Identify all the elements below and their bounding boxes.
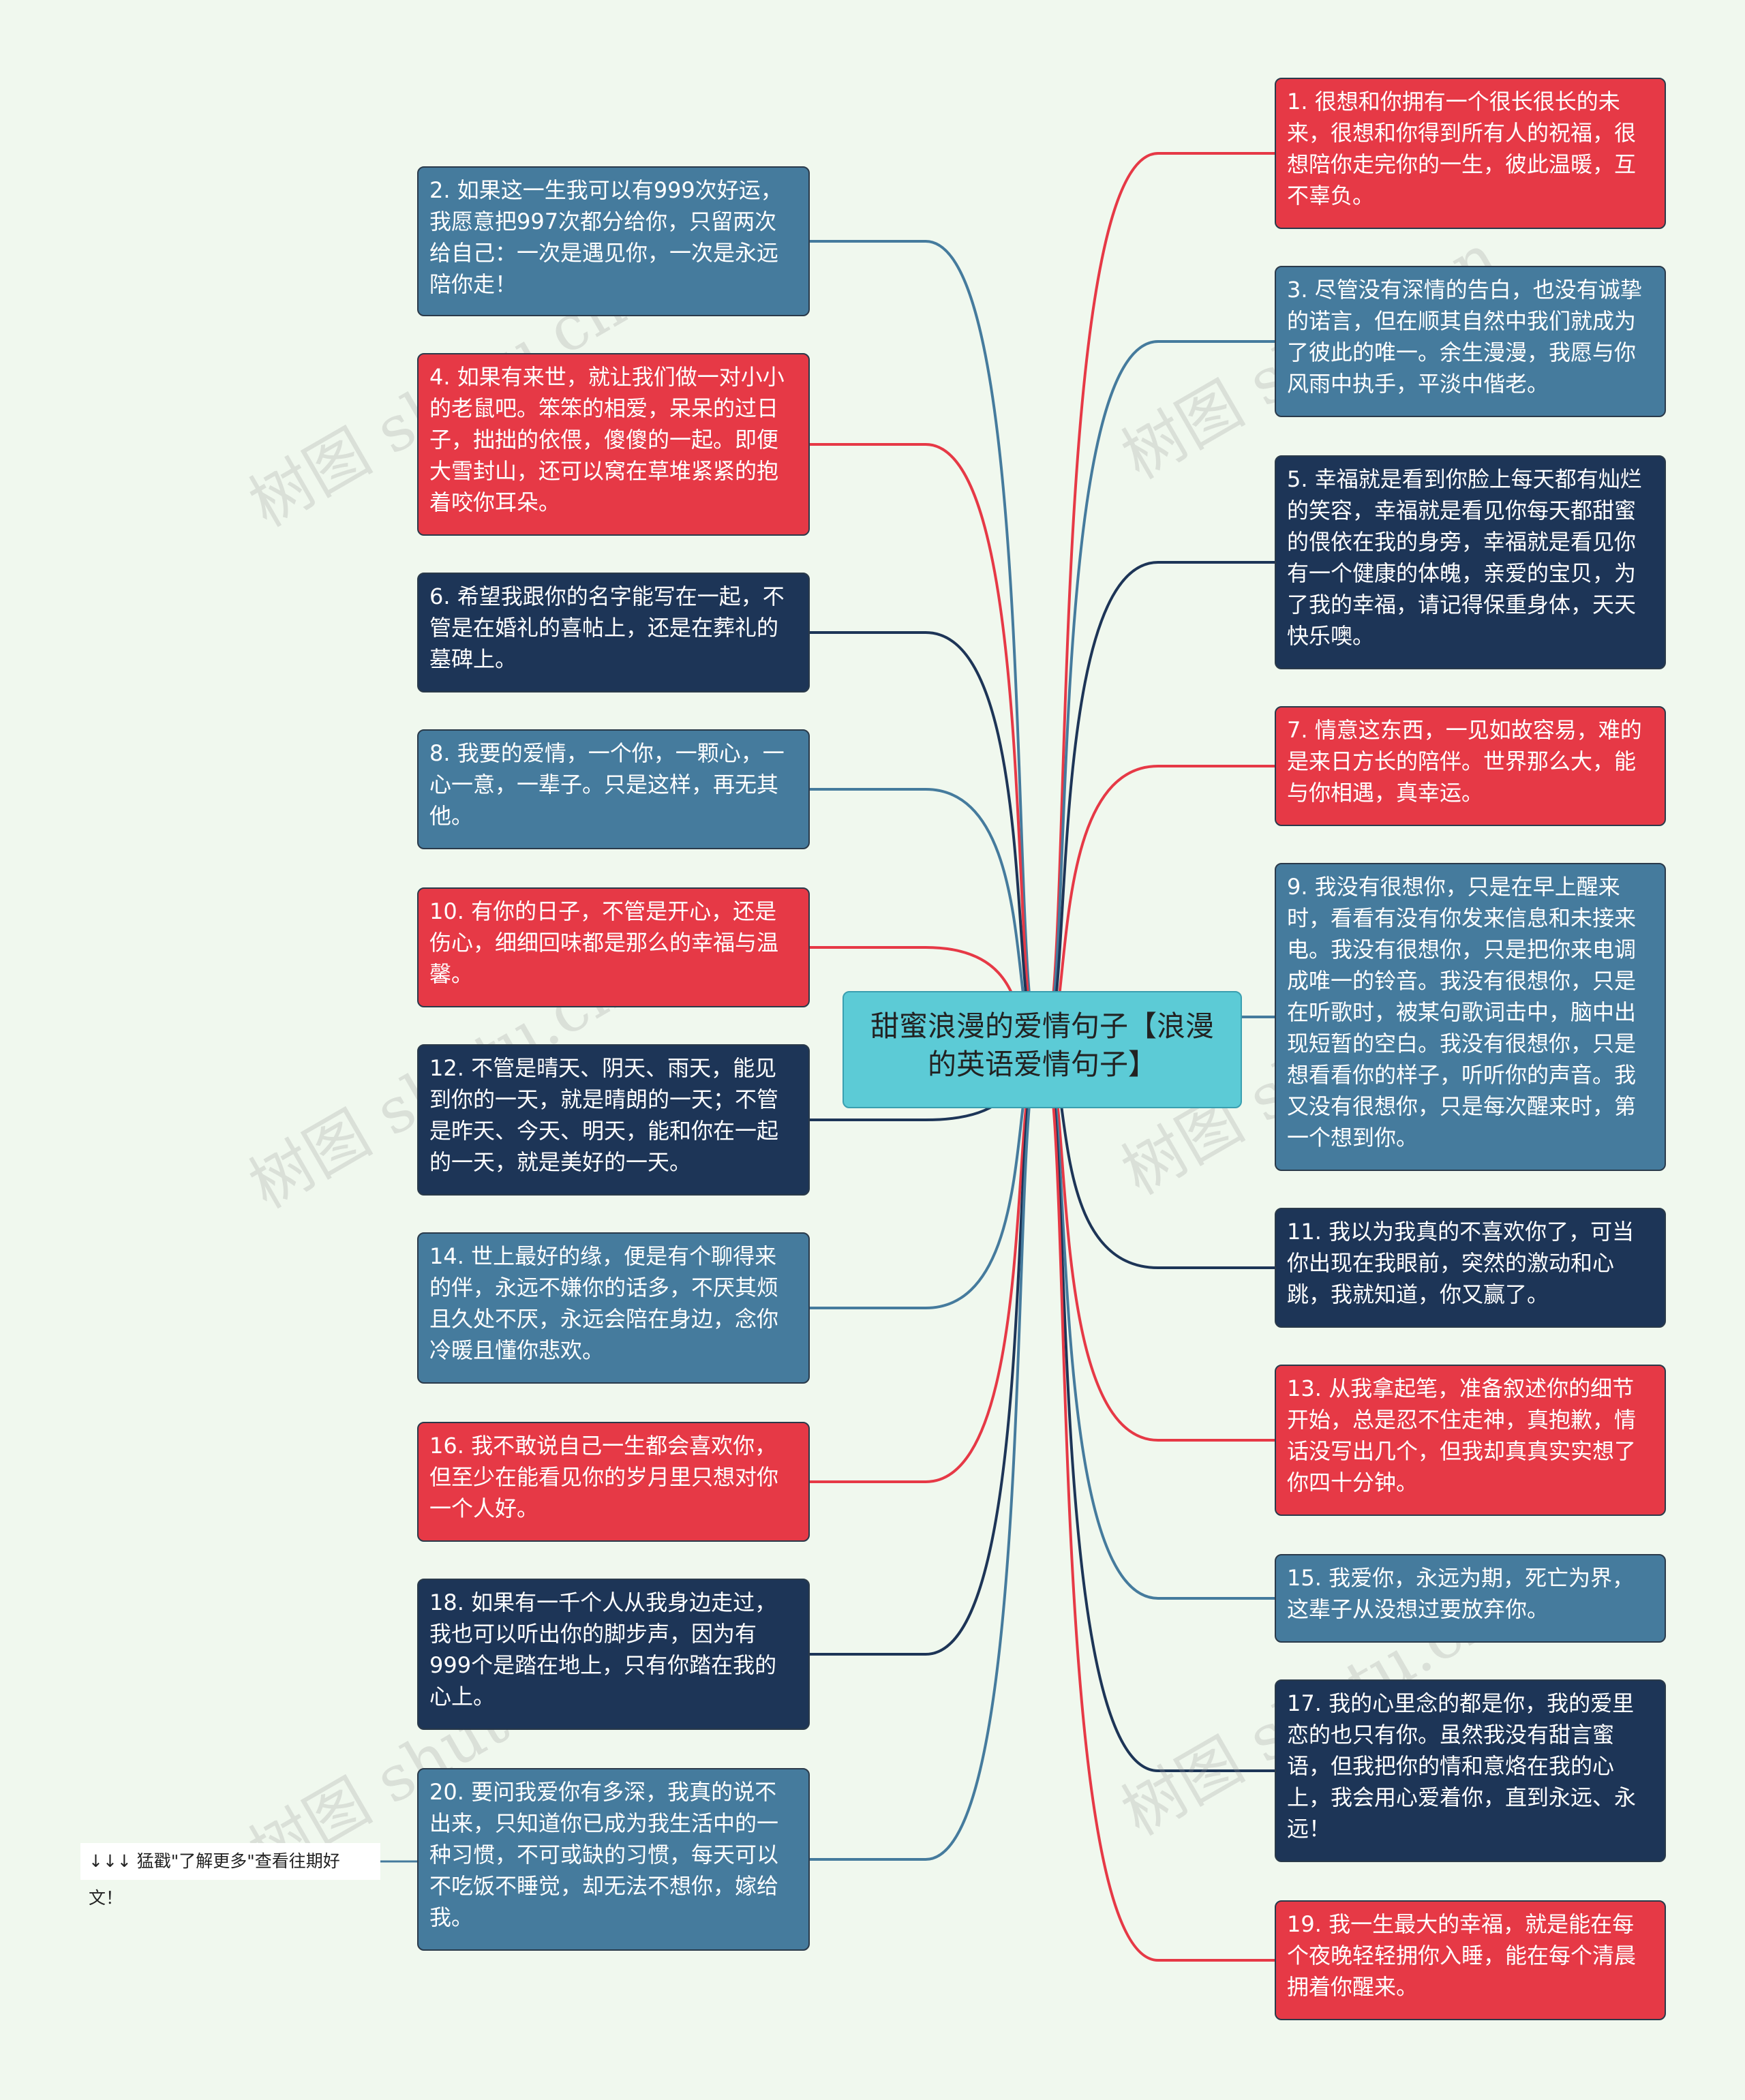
branch-node-left[interactable]: 10. 有你的日子，不管是开心，还是伤心，细细回味都是那么的幸福与温馨。 <box>417 887 810 1007</box>
branch-node-right[interactable]: 5. 幸福就是看到你脸上每天都有灿烂的笑容，幸福就是看见你每天都甜蜜的偎依在我的… <box>1275 455 1666 669</box>
root-topic-node[interactable]: 甜蜜浪漫的爱情句子【浪漫的英语爱情句子】 <box>843 991 1242 1108</box>
branch-node-right[interactable]: 3. 尽管没有深情的告白，也没有诚挚的诺言，但在顺其自然中我们就成为了彼此的唯一… <box>1275 266 1666 417</box>
branch-node-right[interactable]: 15. 我爱你，永远为期，死亡为界，这辈子从没想过要放弃你。 <box>1275 1554 1666 1643</box>
more-articles-note[interactable]: ↓↓↓ 猛戳"了解更多"查看往期好文！ <box>80 1843 380 1908</box>
connector-left <box>810 1048 1042 1861</box>
connector-left <box>810 1048 1042 1483</box>
branch-node-right[interactable]: 7. 情意这东西，一见如故容易，难的是来日方长的陪伴。世界那么大，能与你相遇，真… <box>1275 706 1666 826</box>
branch-node-left[interactable]: 4. 如果有来世，就让我们做一对小小的老鼠吧。笨笨的相爱，呆呆的过日子，拙拙的依… <box>417 353 810 536</box>
branch-node-left[interactable]: 18. 如果有一千个人从我身边走过，我也可以听出你的脚步声，因为有999个是踏在… <box>417 1579 810 1730</box>
connector-left <box>810 240 1042 1051</box>
branch-node-left[interactable]: 16. 我不敢说自己一生都会喜欢你，但至少在能看见你的岁月里只想对你一个人好。 <box>417 1422 810 1542</box>
branch-node-left[interactable]: 20. 要问我爱你有多深，我真的说不出来，只知道你已成为我生活中的一种习惯，不可… <box>417 1768 810 1951</box>
branch-node-right[interactable]: 19. 我一生最大的幸福，就是能在每个夜晚轻轻拥你入睡，能在每个清晨拥着你醒来。 <box>1275 1900 1666 2020</box>
branch-node-left[interactable]: 8. 我要的爱情，一个你，一颗心，一心一意，一辈子。只是这样，再无其他。 <box>417 729 810 849</box>
branch-node-left[interactable]: 12. 不管是晴天、阴天、雨天，能见到你的一天，就是晴朗的一天；不管是昨天、今天… <box>417 1044 810 1196</box>
branch-node-left[interactable]: 2. 如果这一生我可以有999次好运，我愿意把997次都分给你，只留两次给自己：… <box>417 166 810 316</box>
branch-node-right[interactable]: 13. 从我拿起笔，准备叙述你的细节开始，总是忍不住走神，真抱歉，情话没写出几个… <box>1275 1365 1666 1516</box>
branch-node-right[interactable]: 9. 我没有很想你，只是在早上醒来时，看看有没有你发来信息和未接来电。我没有很想… <box>1275 863 1666 1171</box>
branch-node-left[interactable]: 6. 希望我跟你的名字能写在一起，不管是在婚礼的喜帖上，还是在葬礼的墓碑上。 <box>417 573 810 693</box>
connector-right <box>1041 340 1275 1051</box>
branch-node-right[interactable]: 17. 我的心里念的都是你，我的爱里恋的也只有你。虽然我没有甜言蜜语，但我把你的… <box>1275 1679 1666 1862</box>
branch-node-left[interactable]: 14. 世上最好的缘，便是有个聊得来的伴，永远不嫌你的话多，不厌其烦且久处不厌，… <box>417 1232 810 1384</box>
branch-node-right[interactable]: 1. 很想和你拥有一个很长很长的未来，很想和你得到所有人的祝福，很想陪你走完你的… <box>1275 78 1666 229</box>
connector-right <box>1041 561 1275 1051</box>
connector-left <box>810 631 1042 1051</box>
branch-node-right[interactable]: 11. 我以为我真的不喜欢你了，可当你出现在我眼前，突然的激动和心跳，我就知道，… <box>1275 1208 1666 1328</box>
